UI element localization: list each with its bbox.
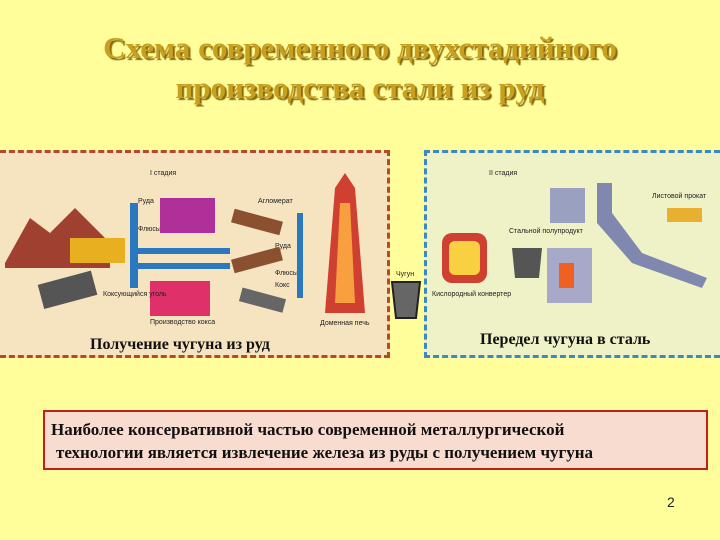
svg-text:Агломерат: Агломерат: [258, 198, 293, 205]
svg-text:Руда: Руда: [138, 198, 154, 205]
coal-pile-icon: [37, 270, 98, 310]
feed-line: [297, 213, 303, 298]
vacuum-unit-icon: [550, 188, 585, 223]
stage2-caption: Передел чугуна в сталь: [480, 331, 651, 348]
svg-text:Производство кокса: Производство кокса: [150, 319, 215, 326]
stage1-caption: Получение чугуна из руд: [90, 336, 270, 353]
svg-text:Стальной полупродукт: Стальной полупродукт: [509, 227, 584, 235]
continuous-caster-icon: [597, 183, 707, 288]
coke-plant-icon: [150, 281, 210, 316]
arrow-ore: [130, 248, 230, 254]
stage2-panel: II стадия Кислородный конвертер Стальной…: [424, 150, 720, 358]
svg-text:Доменная печь: Доменная печь: [320, 320, 370, 327]
svg-text:Флюсы: Флюсы: [275, 270, 298, 277]
sheet-roll-icon: [667, 208, 702, 222]
sinter-plant-icon: [160, 198, 215, 233]
svg-text:Кокс: Кокс: [275, 282, 290, 289]
svg-text:Чугун: Чугун: [396, 271, 414, 278]
stage1-panel: I стадия Руда Флюсы Агломерат Руда Флюсы…: [0, 150, 390, 358]
arrow-fluxes: [130, 263, 230, 269]
agglomerate-pile-icon: [231, 208, 283, 236]
svg-text:Кислородный конвертер: Кислородный конвертер: [432, 290, 511, 298]
steel-ladle-icon: [512, 248, 542, 278]
svg-text:Руда: Руда: [275, 243, 291, 250]
svg-text:Листовой прокат: Листовой прокат: [652, 192, 707, 200]
svg-text:Коксующийся уголь: Коксующийся уголь: [103, 290, 167, 298]
stage2-heading: II стадия: [489, 170, 517, 177]
page-number: 2: [667, 494, 675, 510]
svg-text:Флюсы: Флюсы: [138, 226, 161, 233]
stage1-diagram: I стадия Руда Флюсы Агломерат Руда Флюсы…: [5, 170, 370, 327]
key-message-box: Наиболее консервативной частью современн…: [43, 410, 708, 470]
excavator-icon: [70, 238, 125, 263]
stage1-heading: I стадия: [150, 170, 176, 177]
stage2-diagram: II стадия Кислородный конвертер Стальной…: [432, 170, 707, 303]
ladle-icon: Чугун: [390, 271, 422, 319]
coke-pile-icon: [238, 287, 287, 313]
conveyor-line: [130, 203, 138, 288]
ore-pile-icon: [231, 246, 283, 274]
slide-title: Схема современного двухстадийного произв…: [103, 30, 617, 105]
